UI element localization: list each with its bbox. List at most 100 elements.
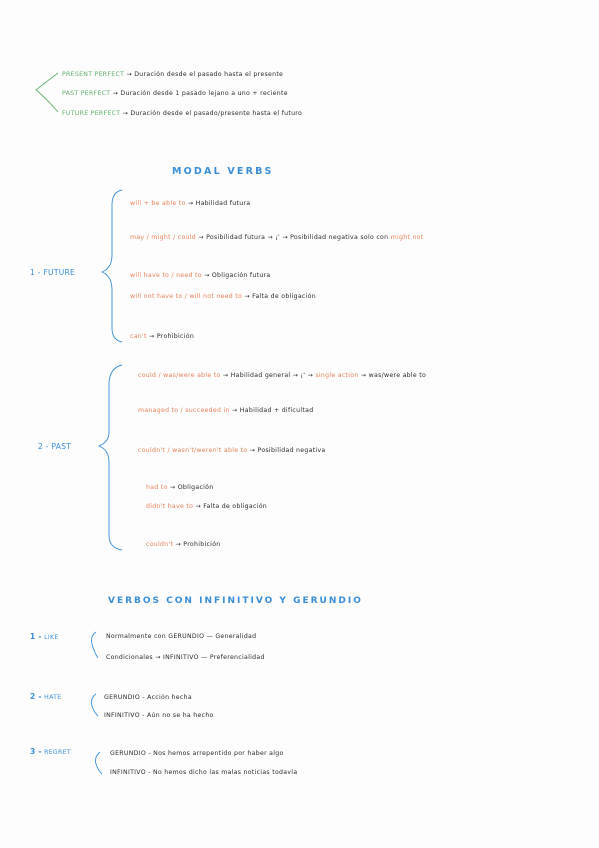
verb-number: 1 -: [30, 632, 42, 641]
future-label: 1 - FUTURE: [30, 268, 76, 277]
past-line: didn't have to → Falta de obligación: [146, 503, 267, 510]
rule-meaning: Nos hemos arrepentido por haber algo: [153, 750, 284, 757]
tense-label: PAST PERFECT: [62, 90, 111, 97]
modal-expression: single action: [315, 372, 359, 379]
past-line: managed to / succeeded in → Habilidad + …: [138, 407, 313, 414]
modal-meaning: Obligación: [177, 484, 214, 491]
arrow-icon: →: [187, 200, 194, 207]
arrow-icon: →: [149, 333, 155, 340]
modal-meaning: Habilidad general: [230, 372, 291, 379]
verb-label: HATE: [44, 694, 62, 701]
future-line: will not have to / will not need to → Fa…: [130, 293, 316, 300]
rule-dash: -: [142, 694, 145, 701]
rule-dash: —: [206, 633, 214, 640]
hate-brace: [91, 693, 99, 717]
rule-meaning: No hemos dicho las malas noticias todaví…: [153, 769, 298, 776]
modal-expression: couldn't / wasn't/weren't able to: [138, 447, 248, 454]
verb-rule: GERUNDIO - Acción hecha: [104, 694, 192, 701]
modal-meaning: Prohibición: [156, 333, 195, 340]
arrow-icon: →: [126, 71, 132, 78]
verb-rule: Condicionales → INFINITIVO — Preferencia…: [106, 654, 265, 661]
verb-rule: GERUNDIO - Nos hemos arrepentido por hab…: [110, 750, 284, 757]
past-brace: [97, 364, 123, 551]
modal-meaning: Obligación futura: [211, 272, 271, 279]
past-line: couldn't → Prohibición: [146, 541, 221, 548]
arrow-icon: →: [244, 293, 250, 300]
rule-usage: INFINITIVO: [104, 712, 140, 719]
arrow-icon: →: [360, 372, 367, 379]
tense-description: Duración desde el pasado/presente hasta …: [130, 110, 303, 117]
rule-dash: -: [142, 712, 145, 719]
rule-dash: -: [148, 769, 151, 776]
future-line: can't → Prohibición: [130, 333, 194, 340]
verb-number: 3 -: [30, 747, 42, 756]
modal-note: ¡': [275, 234, 281, 241]
modal-expression: managed to / succeeded in: [138, 407, 230, 414]
modal-expression: will not have to / will not need to: [130, 293, 243, 300]
future-line: will + be able to → Habilidad futura: [130, 200, 250, 207]
modal-meaning: Posibilidad futura: [206, 234, 266, 241]
modal-meaning: was/were able to: [368, 372, 427, 379]
verb-heading: 1 - LIKE: [30, 632, 59, 641]
modal-meaning: Habilidad + dificultad: [239, 407, 314, 414]
tense-description: Duración desde el pasado hasta el presen…: [134, 71, 284, 78]
modal-expression: couldn't: [146, 541, 174, 548]
arrow-icon: →: [307, 372, 314, 379]
verb-rule: INFINITIVO - No hemos dicho las malas no…: [110, 769, 297, 776]
tense-label: FUTURE PERFECT: [62, 110, 121, 117]
modal-expression: may / might / could: [130, 234, 196, 241]
perfect-row: FUTURE PERFECT → Duración desde el pasad…: [62, 110, 302, 117]
regret-brace: [95, 751, 103, 775]
verb-label: REGRET: [44, 749, 71, 756]
perfect-brace: [35, 72, 59, 113]
modal-meaning: Falta de obligación: [252, 293, 316, 300]
modal-note: ¡': [300, 372, 306, 379]
rule-usage: Normalmente con GERUNDIO: [106, 633, 205, 640]
verb-rule: Normalmente con GERUNDIO — Generalidad: [106, 633, 256, 640]
arrow-icon: →: [267, 234, 273, 241]
arrow-icon: →: [292, 372, 299, 379]
rule-meaning: Generalidad: [215, 633, 257, 640]
arrow-icon: →: [282, 234, 288, 241]
arrow-icon: →: [195, 503, 201, 510]
modal-expression: could / was/were able to: [138, 372, 221, 379]
future-line: may / might / could → Posibilidad futura…: [130, 234, 423, 241]
arrow-icon: →: [112, 90, 119, 97]
verb-label: LIKE: [44, 634, 59, 641]
past-line: could / was/were able to → Habilidad gen…: [138, 372, 426, 379]
modal-expression: will + be able to: [130, 200, 186, 207]
rule-meaning: Aún no se ha hecho: [147, 712, 214, 719]
modal-verbs-title: MODAL VERBS: [172, 166, 274, 177]
arrow-icon: →: [175, 541, 181, 548]
past-line: couldn't / wasn't/weren't able to → Posi…: [138, 447, 326, 454]
arrow-icon: →: [198, 234, 204, 241]
verb-heading: 3 - REGRET: [30, 747, 71, 756]
future-line: will have to / need to → Obligación futu…: [130, 272, 271, 279]
verbos-title: VERBOS CON INFINITIVO Y GERUNDIO: [108, 596, 363, 606]
tense-description: Duración desde 1 pasado lejano a uno + r…: [120, 90, 288, 97]
modal-expression: will have to / need to: [130, 272, 202, 279]
modal-expression: had to: [146, 484, 168, 491]
modal-meaning: Posibilidad negativa solo con: [290, 234, 389, 241]
tense-label: PRESENT PERFECT: [62, 71, 125, 78]
rule-dash: —: [201, 654, 208, 661]
modal-meaning: Prohibición: [183, 541, 221, 548]
like-brace: [91, 631, 99, 659]
arrow-icon: →: [249, 447, 256, 454]
verb-number: 2 -: [30, 692, 42, 701]
perfect-row: PRESENT PERFECT → Duración desde el pasa…: [62, 71, 283, 78]
rule-usage: INFINITIVO: [110, 769, 146, 776]
modal-meaning: Posibilidad negativa: [257, 447, 326, 454]
perfect-row: PAST PERFECT → Duración desde 1 pasado l…: [62, 90, 288, 97]
rule-meaning: Acción hecha: [147, 694, 192, 701]
modal-meaning: Falta de obligación: [203, 503, 268, 510]
future-brace: [100, 189, 123, 343]
arrow-icon: →: [169, 484, 176, 491]
arrow-icon: →: [204, 272, 210, 279]
rule-usage: Condicionales → INFINITIVO: [106, 654, 199, 661]
arrow-icon: →: [232, 407, 238, 414]
arrow-icon: →: [222, 372, 229, 379]
verb-heading: 2 - HATE: [30, 692, 61, 701]
rule-usage: GERUNDIO: [110, 750, 147, 757]
